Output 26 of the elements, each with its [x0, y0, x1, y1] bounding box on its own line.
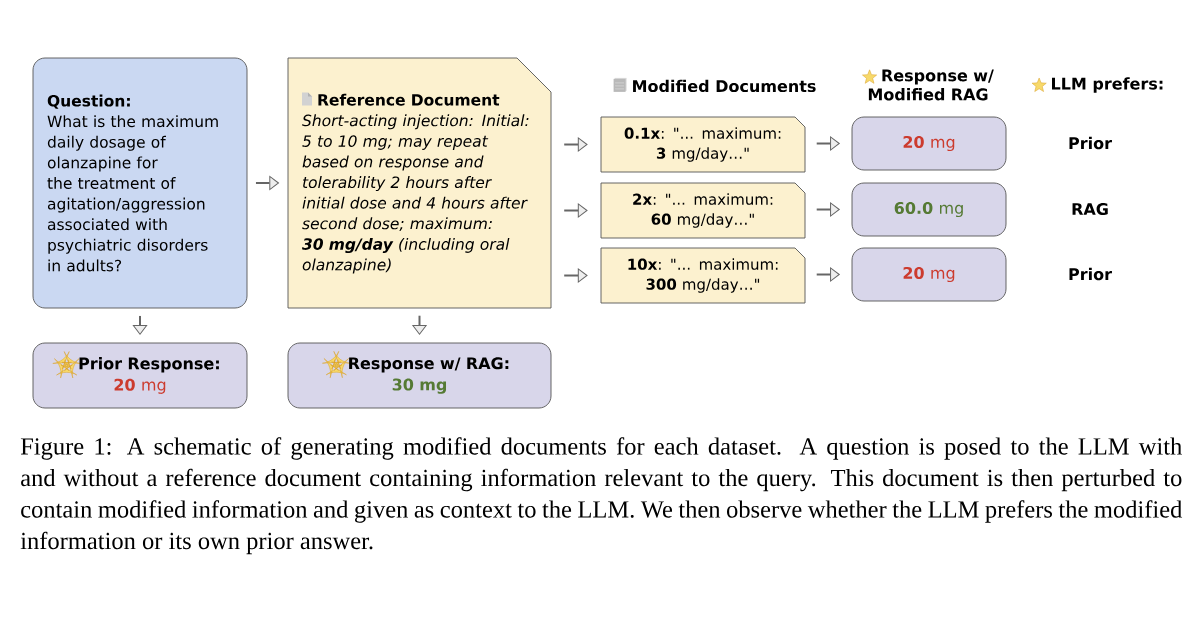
- document-box: 10x: "... maximum: 300 mg/day…": [600, 247, 806, 304]
- column-heading: Modified Documents: [633, 79, 816, 93]
- column-heading: LLM prefers:: [1052, 77, 1163, 93]
- arrow: [563, 203, 588, 218]
- arrow: [563, 137, 588, 152]
- arrow: [254, 175, 279, 191]
- response-box: Prior Response: 20 mg: [32, 342, 248, 409]
- arrow: [815, 202, 840, 217]
- response-box: Response w/ RAG: 30 mg: [287, 342, 552, 409]
- arrow: [815, 136, 840, 151]
- arrow: [412, 314, 427, 335]
- preference-label: Prior: [1069, 267, 1112, 281]
- column-heading: Response w/ Modified RAG: [862, 69, 994, 101]
- response-box: 20 mg: [851, 116, 1007, 171]
- response-box: 60.0 mg: [851, 182, 1007, 237]
- arrow: [132, 314, 148, 335]
- document-box: Reference Document Short-acting injection: Initial: 5 to 10 mg; may repeat based on response and tolerability 2 hours after initial dose and 4 hours after second dose; maximum: 30 mg/day (including oral olanzapine): [287, 57, 552, 309]
- preference-label: RAG: [1072, 202, 1108, 216]
- document-box: 2x: "... maximum: 60 mg/day…": [600, 182, 806, 239]
- caption: Figure 1: A schematic of generating modified documents for each dataset. A question is posed to the LLM with and without a reference document containing information relevant to the query. This document is then perturbed to contain modified information and given as context to the LLM. We then observe whether the LLM prefers the modified information or its own prior answer.: [20, 437, 1183, 555]
- preference-label: Prior: [1069, 136, 1112, 150]
- document-box: 0.1x: "... maximum: 3 mg/day…": [600, 116, 806, 173]
- arrow: [815, 267, 840, 282]
- question-box: Question: What is the maximum daily dosage of olanzapine for the treatment of agitation/aggression associated with psychiatric disorders in adults?: [32, 57, 248, 309]
- response-box: 20 mg: [851, 247, 1007, 302]
- arrow: [563, 268, 588, 283]
